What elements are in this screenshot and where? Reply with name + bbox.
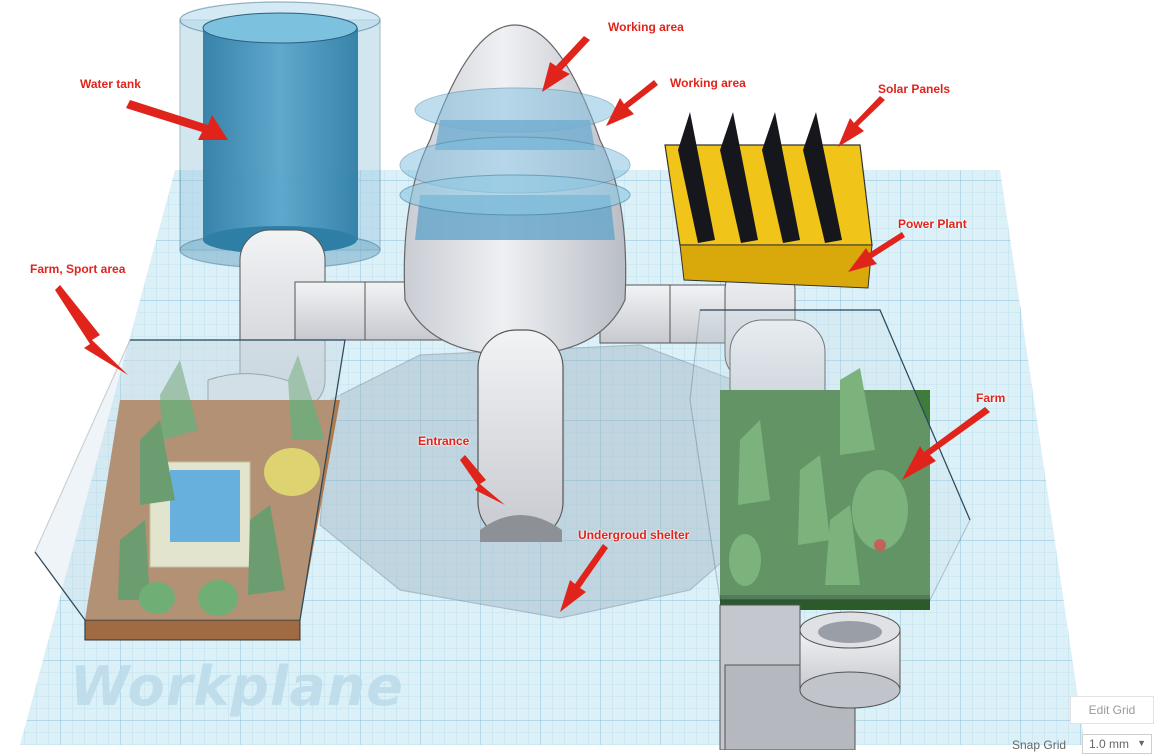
edit-grid-button[interactable]: Edit Grid: [1070, 696, 1154, 724]
label-solar-panels: Solar Panels: [878, 82, 951, 96]
arrow-icon: [902, 407, 990, 480]
label-working-area-mid: Working area: [670, 76, 746, 90]
label-water-tank: Water tank: [80, 77, 141, 91]
label-power-plant: Power Plant: [898, 217, 967, 231]
entrance-tunnel[interactable]: [477, 329, 564, 542]
chevron-down-icon: ▼: [1137, 738, 1146, 748]
callout-arrows: [55, 36, 990, 612]
snap-grid-value: 1.0 mm: [1089, 737, 1130, 751]
label-underground-shelter: Undergroud shelter: [578, 528, 690, 542]
label-farm: Farm: [976, 391, 1006, 405]
arrow-icon: [55, 285, 128, 375]
small-storage-cylinder[interactable]: [719, 604, 901, 750]
arrow-icon: [838, 96, 885, 147]
arrow-icon: [848, 232, 905, 272]
label-working-area-top: Working area: [608, 20, 684, 34]
arrow-icon: [606, 80, 658, 126]
workplane-label: Workplane: [70, 655, 404, 718]
arrow-icon: [560, 544, 608, 612]
arrow-icon: [542, 36, 590, 92]
label-farm-sport-area: Farm, Sport area: [30, 262, 126, 276]
snap-grid-select[interactable]: 1.0 mm ▼: [1082, 734, 1152, 754]
solar-panels[interactable]: [678, 112, 842, 243]
farm-sport-area[interactable]: [34, 339, 346, 641]
snap-grid-label: Snap Grid: [1012, 738, 1067, 752]
arrow-icon: [126, 100, 228, 140]
farm-area[interactable]: [689, 309, 971, 610]
label-entrance: Entrance: [418, 434, 470, 448]
central-dome[interactable]: [399, 24, 631, 356]
arrow-icon: [460, 455, 505, 505]
